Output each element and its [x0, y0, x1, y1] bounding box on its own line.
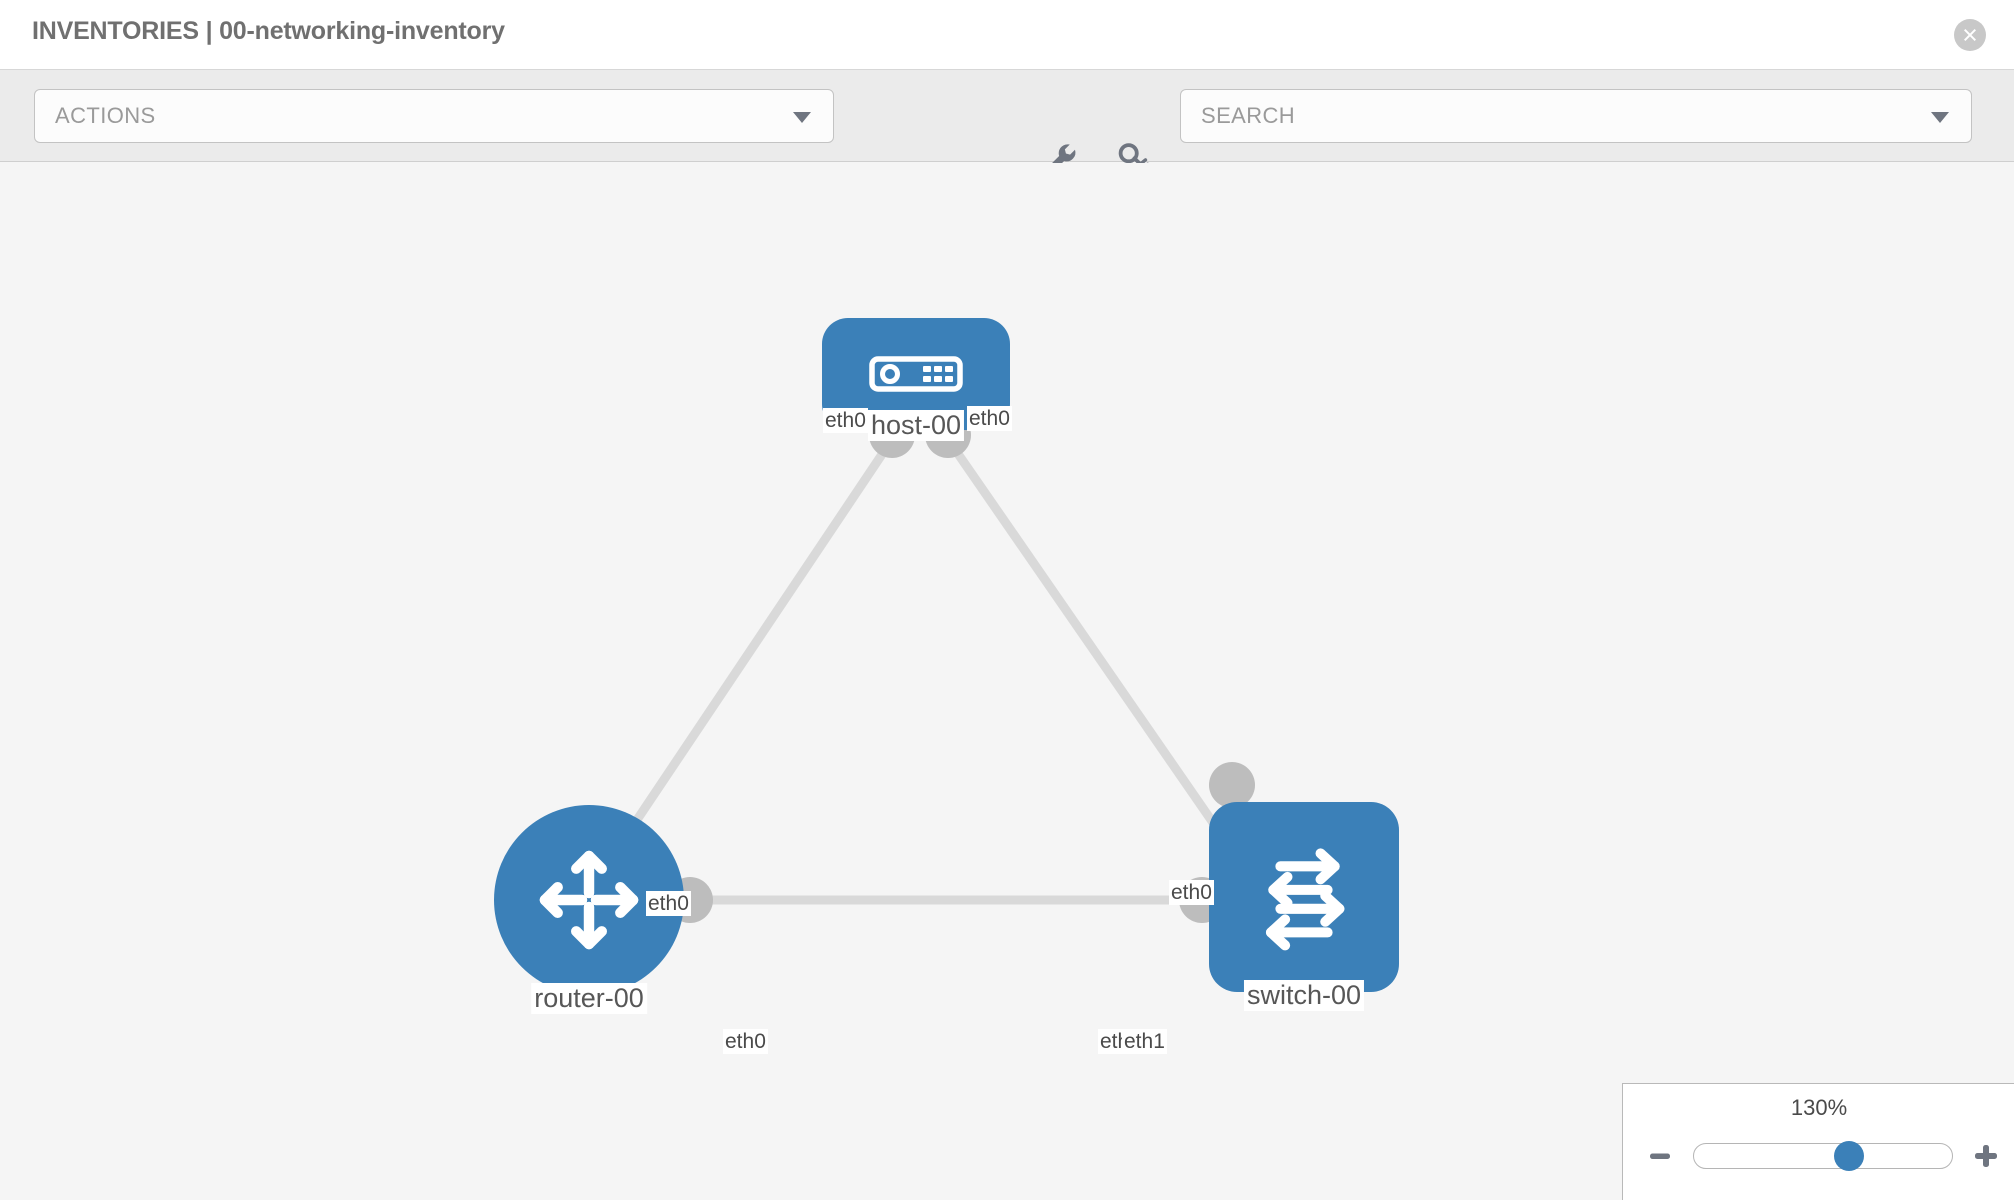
node-router-00-label: router-00 [531, 983, 647, 1015]
server-icon [869, 356, 963, 392]
minus-icon [1650, 1153, 1670, 1159]
switch-arrows-icon [1265, 848, 1345, 951]
port-label-router-upper: eth0 [646, 891, 691, 917]
toolbar: ACTIONS SEARCH [0, 70, 2014, 173]
node-switch-00-shape [1209, 802, 1399, 992]
chevron-down-icon [793, 112, 811, 123]
node-router-00[interactable]: router-00 [494, 805, 684, 1015]
port-label-switch-left: eth1 [1122, 1029, 1167, 1055]
page-header: INVENTORIES | 00-networking-inventory [0, 0, 2014, 70]
zoom-level-value: 130% [1790, 1095, 1848, 1120]
plus-icon [1975, 1145, 1997, 1167]
node-host-00-label: host-00 [867, 410, 965, 442]
close-button[interactable] [1954, 19, 1986, 51]
node-switch-00-label: switch-00 [1243, 980, 1365, 1012]
zoom-slider-row [1623, 1134, 2014, 1178]
port-label-host-left: eth0 [823, 408, 868, 434]
node-router-00-shape [494, 805, 684, 995]
search-input-placeholder: SEARCH [1201, 103, 1296, 128]
search-dropdown[interactable]: SEARCH [1180, 89, 1972, 143]
page-title: INVENTORIES | 00-networking-inventory [32, 17, 505, 45]
zoom-slider-thumb[interactable] [1833, 1141, 1864, 1171]
port-label-router-right: eth0 [723, 1029, 768, 1055]
port-label-switch-upper: eth0 [1169, 880, 1214, 906]
zoom-out-button[interactable] [1637, 1143, 1683, 1169]
edge-group [596, 432, 1300, 905]
zoom-control-panel: 130% [1622, 1083, 2014, 1200]
node-switch-00[interactable]: switch-00 [1209, 802, 1399, 1012]
topology-canvas[interactable]: host-00 router-00 [0, 163, 2014, 1200]
port-nub-group [667, 412, 1255, 923]
zoom-slider-track[interactable] [1693, 1141, 1953, 1171]
port-label-host-right: eth0 [967, 406, 1012, 432]
router-arrows-icon [539, 850, 639, 950]
chevron-down-icon [1931, 112, 1949, 123]
zoom-in-button[interactable] [1963, 1142, 2009, 1170]
actions-dropdown[interactable]: ACTIONS [34, 89, 834, 143]
edge-host-router [596, 432, 899, 878]
node-host-00[interactable]: host-00 [822, 318, 1010, 442]
close-icon [1964, 29, 1976, 41]
port-nub-switch-top [1209, 762, 1255, 808]
edge-host-switch [941, 432, 1249, 872]
actions-dropdown-label: ACTIONS [55, 103, 156, 128]
